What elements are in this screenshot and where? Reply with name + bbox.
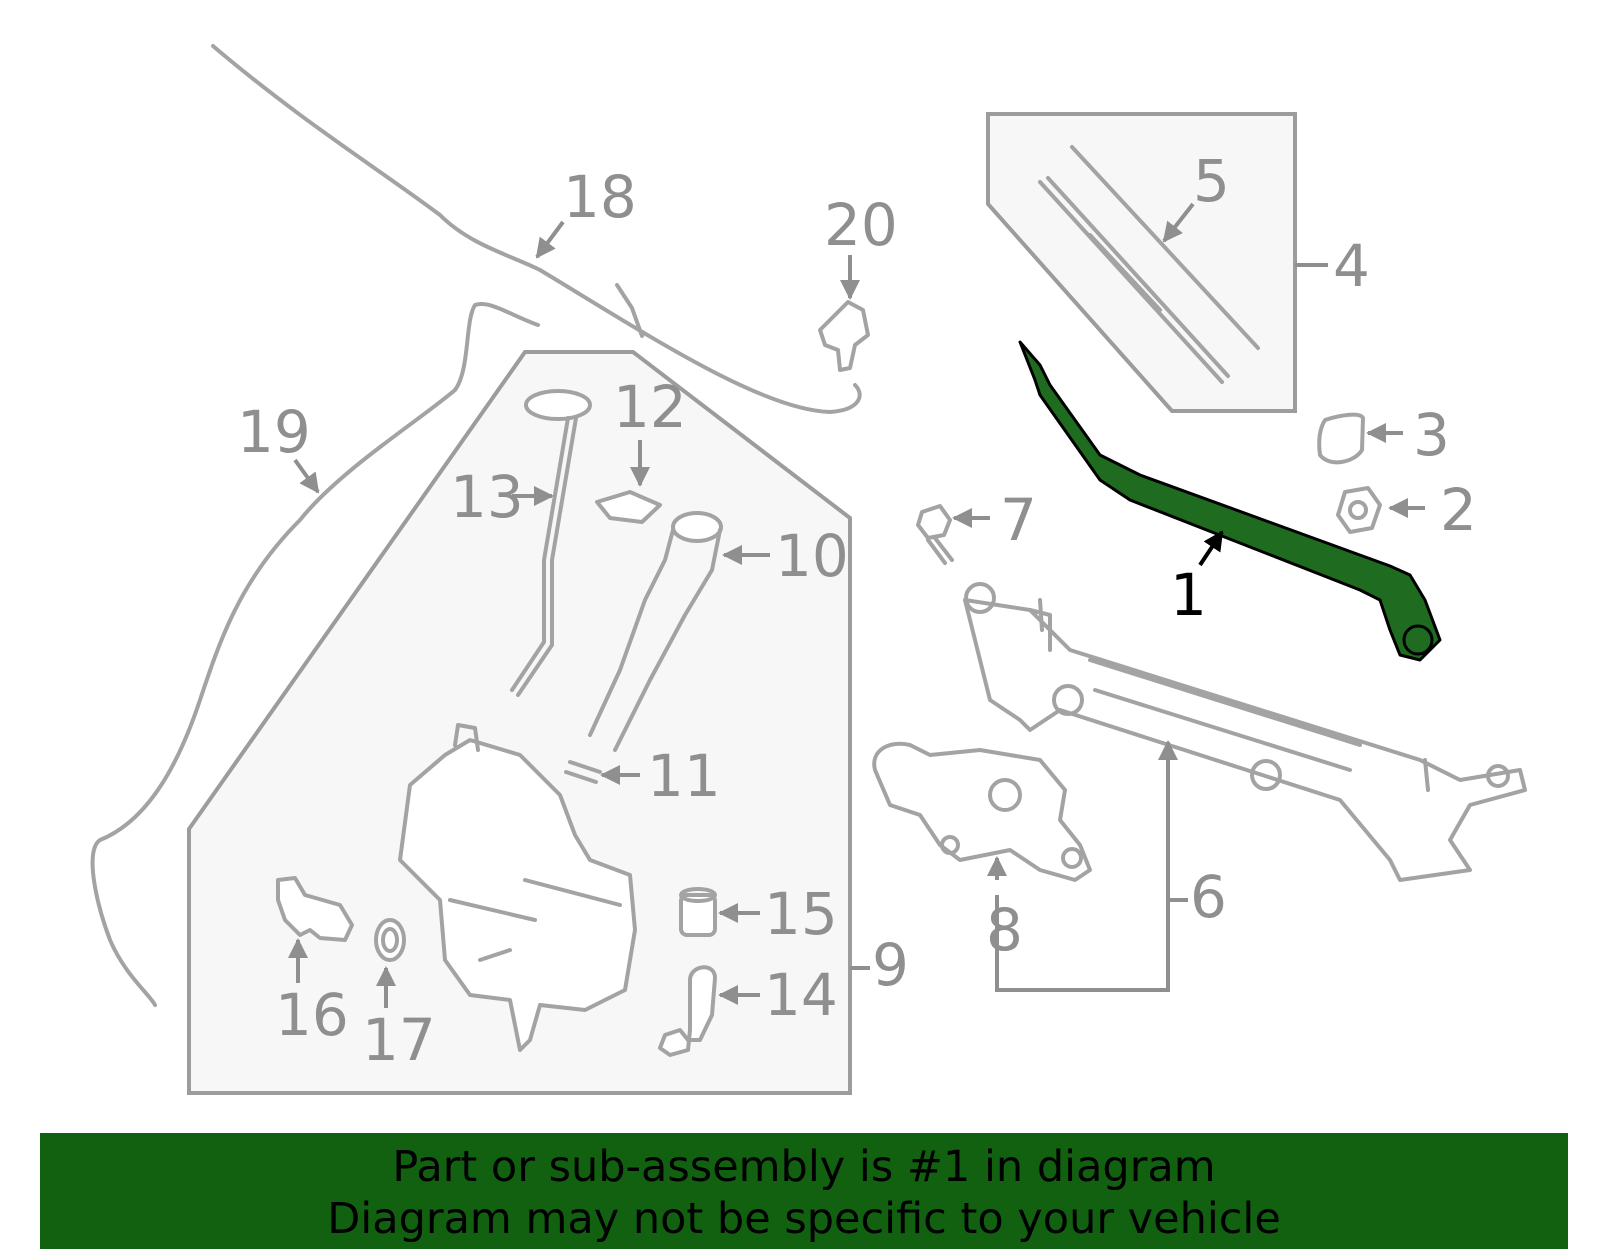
- callout-7[interactable]: 7: [1000, 486, 1037, 554]
- callout-3[interactable]: 3: [1413, 401, 1450, 469]
- callout-16[interactable]: 16: [275, 981, 349, 1049]
- banner-line-part: Part or sub-assembly is #1 in diagram: [392, 1142, 1216, 1192]
- sensor-grommet: [374, 918, 406, 962]
- washer-hose-long: [90, 302, 540, 1007]
- callout-4[interactable]: 4: [1333, 232, 1370, 300]
- callout-10[interactable]: 10: [775, 522, 849, 590]
- callout-2[interactable]: 2: [1440, 476, 1477, 544]
- leader-18: [535, 220, 565, 259]
- callout-14[interactable]: 14: [764, 961, 838, 1029]
- filler-neck-seal: [564, 760, 602, 784]
- callout-17[interactable]: 17: [362, 1006, 436, 1074]
- callout-11[interactable]: 11: [647, 742, 721, 810]
- wiper-motor: [872, 741, 1092, 882]
- wiper-blade: [1038, 176, 1230, 384]
- leader-5: [1162, 202, 1195, 243]
- callout-15[interactable]: 15: [764, 880, 838, 948]
- washer-hose-upper: [211, 44, 862, 414]
- callout-20[interactable]: 20: [824, 191, 898, 259]
- pump-grommet: [679, 887, 717, 937]
- washer-pump: [658, 965, 717, 1057]
- wiper-arm-highlighted[interactable]: [1018, 340, 1442, 662]
- callout-18[interactable]: 18: [563, 163, 637, 231]
- washer-nozzle: [818, 300, 870, 372]
- level-sensor: [276, 876, 354, 942]
- arm-cap: [1317, 412, 1365, 465]
- info-banner: Part or sub-assembly is #1 in diagram Di…: [40, 1133, 1568, 1249]
- callout-12[interactable]: 12: [613, 373, 687, 441]
- washer-hose-branch: [615, 283, 644, 338]
- leader-19: [293, 458, 320, 494]
- washer-reservoir: [398, 723, 637, 1052]
- callout-6[interactable]: 6: [1190, 863, 1227, 931]
- reservoir-clip: [595, 490, 662, 524]
- banner-line-disclaimer: Diagram may not be specific to your vehi…: [327, 1194, 1281, 1244]
- reservoir-cap-tube: [510, 389, 592, 697]
- wiper-blade-insert: [1070, 145, 1260, 350]
- leader-6: [995, 750, 1170, 992]
- arm-nut: [1336, 486, 1382, 534]
- callout-1[interactable]: 1: [1170, 561, 1207, 629]
- leader-1: [1198, 530, 1224, 567]
- wiper-linkage: [963, 582, 1527, 882]
- callout-19[interactable]: 19: [237, 398, 311, 466]
- callout-8[interactable]: 8: [986, 896, 1023, 964]
- group-box-wiper-blades: [986, 112, 1297, 413]
- callout-5[interactable]: 5: [1193, 147, 1230, 215]
- filler-neck: [588, 511, 723, 752]
- callout-13[interactable]: 13: [450, 463, 524, 531]
- callout-9[interactable]: 9: [872, 931, 909, 999]
- linkage-bolt: [916, 504, 954, 565]
